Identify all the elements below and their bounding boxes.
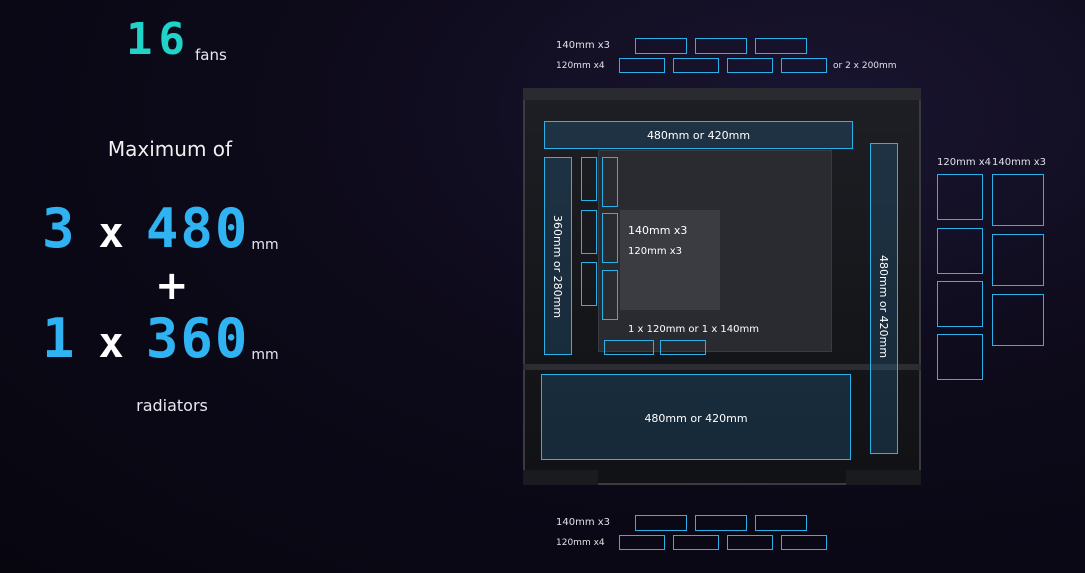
bottom-fan-slot-120 <box>673 535 719 550</box>
top-fan-slot-120 <box>619 58 665 73</box>
side-fan-slot-140 <box>992 294 1044 346</box>
times-symbol: x <box>98 318 124 367</box>
fan-count-unit: fans <box>194 46 227 64</box>
top-radiator-slot <box>544 121 853 149</box>
front-radiator-label: 480mm or 420mm <box>877 255 890 359</box>
plus-sign: + <box>155 263 189 309</box>
psu-fan-slot <box>660 340 706 355</box>
rear-radiator-label: 360mm or 280mm <box>551 215 564 319</box>
top-fan-slot-140 <box>755 38 807 54</box>
psu-shroud-divider <box>523 364 921 370</box>
case-foot-left <box>523 470 598 485</box>
rear-fan-slot <box>581 210 597 254</box>
psu-fan-slot <box>604 340 654 355</box>
side-fan-slot-120 <box>937 174 983 220</box>
case-foot-right <box>846 470 921 485</box>
radiator-unit: mm <box>251 347 279 363</box>
radiators-label: radiators <box>136 396 208 415</box>
top-120-label: 120mm x4 <box>556 61 605 71</box>
bottom-fan-slot-120 <box>619 535 665 550</box>
top-fan-slot-120 <box>727 58 773 73</box>
side-140-label: 140mm x3 <box>992 157 1047 168</box>
times-symbol: x <box>98 208 124 257</box>
top-fan-slot-140 <box>695 38 747 54</box>
rear-fan-140-label: 140mm x3 <box>628 224 688 237</box>
bottom-fan-slot-120 <box>727 535 773 550</box>
radiator-size: 360 <box>145 307 250 370</box>
radiator-count: 3 <box>42 197 77 260</box>
front-radiator-slot <box>870 143 898 454</box>
motherboard-cutout <box>620 210 720 310</box>
top-radiator-label: 480mm or 420mm <box>646 129 751 142</box>
top-140-label: 140mm x3 <box>556 40 611 51</box>
rear-fan-slot <box>581 262 597 306</box>
rear-radiator-slot <box>544 157 572 355</box>
top-alt-label: or 2 x 200mm <box>833 61 897 71</box>
side-fan-slot-140 <box>992 234 1044 286</box>
radiator-size: 480 <box>145 197 250 260</box>
top-fan-slot-140 <box>635 38 687 54</box>
radiator-count: 1 <box>42 307 77 370</box>
case-top-panel <box>523 88 921 100</box>
bottom-120-label: 120mm x4 <box>556 538 605 548</box>
side-fan-slot-120 <box>937 281 983 327</box>
rear-fan-slot <box>602 213 618 263</box>
bottom-fan-slot-140 <box>695 515 747 531</box>
side-fan-slot-120 <box>937 334 983 380</box>
maximum-of-label: Maximum of <box>107 137 233 161</box>
side-fan-slot-140 <box>992 174 1044 226</box>
bottom-fan-slot-140 <box>755 515 807 531</box>
rear-fan-slot <box>602 270 618 320</box>
side-fan-slot-120 <box>937 228 983 274</box>
bottom-140-label: 140mm x3 <box>556 517 611 528</box>
bottom-radiator-slot <box>541 374 851 460</box>
bottom-fan-slot-120 <box>781 535 827 550</box>
rear-fan-120-label: 120mm x3 <box>628 246 683 257</box>
top-fan-slot-120 <box>673 58 719 73</box>
bottom-fan-slot-140 <box>635 515 687 531</box>
radiator-unit: mm <box>251 237 279 253</box>
top-fan-slot-120 <box>781 58 827 73</box>
side-120-label: 120mm x4 <box>937 157 992 168</box>
psu-fan-label: 1 x 120mm or 1 x 140mm <box>628 324 760 335</box>
fan-count-number: 16 <box>126 14 191 65</box>
bottom-radiator-label: 480mm or 420mm <box>644 412 748 425</box>
rear-fan-slot <box>581 157 597 201</box>
rear-fan-slot <box>602 157 618 207</box>
